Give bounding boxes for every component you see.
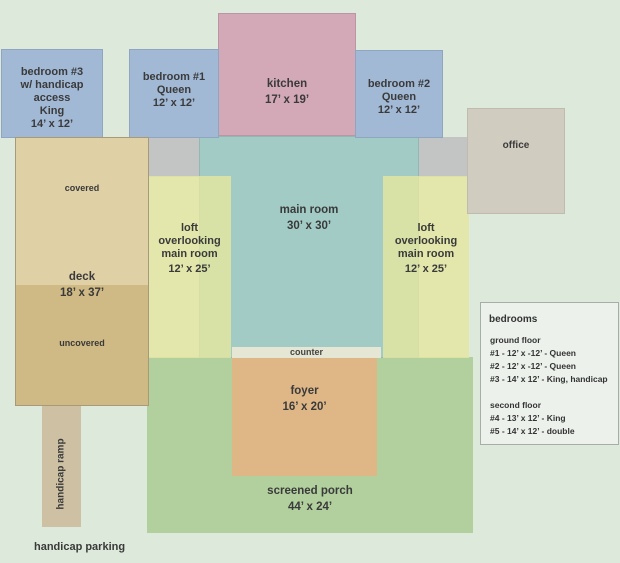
deck-name: deck xyxy=(68,271,96,283)
legend-second-heading: second floor xyxy=(490,400,542,410)
loft-right-line2: overlooking xyxy=(394,235,458,247)
legend-title: bedrooms xyxy=(489,314,538,325)
kitchen-dims: 17’ x 19’ xyxy=(264,94,310,106)
handicap-parking-label: handicap parking xyxy=(34,541,126,553)
deck-uncovered-label: uncovered xyxy=(59,338,105,348)
main-room: main room 30’ x 30’ xyxy=(199,136,419,358)
office: office xyxy=(467,108,565,214)
loft-right: loft overlooking main room 12’ x 25’ xyxy=(383,176,469,358)
bedroom-3: bedroom #3 w/ handicap access King 14’ x… xyxy=(1,49,103,138)
bedroom-2-line1: bedroom #2 xyxy=(367,78,431,90)
loft-left-line1: loft xyxy=(180,222,199,234)
deck-covered-area xyxy=(16,138,148,285)
bedroom-1-line2: Queen xyxy=(156,84,192,96)
bedroom-2-line2: Queen xyxy=(381,91,417,103)
bedroom-3-dims: 14’ x 12’ xyxy=(30,118,74,130)
deck-uncovered-area xyxy=(16,285,148,405)
kitchen: kitchen 17’ x 19’ xyxy=(218,13,356,136)
office-name: office xyxy=(502,140,530,151)
bedroom-1-line1: bedroom #1 xyxy=(142,71,206,83)
hall-right xyxy=(419,137,469,177)
legend-ground-heading: ground floor xyxy=(490,335,541,345)
foyer: foyer 16’ x 20’ xyxy=(232,357,377,476)
loft-left-dims: 12’ x 25’ xyxy=(168,263,211,275)
bedroom-3-line3: access xyxy=(33,92,71,104)
screened-porch-name: screened porch xyxy=(267,485,353,497)
bedroom-3-line4: King xyxy=(39,105,65,117)
handicap-ramp: handicap ramp xyxy=(42,406,81,527)
deck-dims: 18’ x 37’ xyxy=(59,287,105,299)
legend-second-item: #4 - 13’ x 12’ - King xyxy=(490,413,566,423)
bedroom-3-line2: w/ handicap xyxy=(20,79,84,91)
kitchen-name: kitchen xyxy=(266,78,308,90)
bedroom-2: bedroom #2 Queen 12’ x 12’ xyxy=(355,50,443,138)
loft-right-line1: loft xyxy=(417,222,435,234)
loft-left-line3: main room xyxy=(161,248,218,260)
deck-covered-label: covered xyxy=(64,183,100,193)
counter: counter xyxy=(232,347,381,358)
main-room-dims: 30’ x 30’ xyxy=(286,220,332,232)
bedroom-1-dims: 12’ x 12’ xyxy=(152,97,196,109)
loft-right-dims: 12’ x 25’ xyxy=(404,263,448,275)
legend-ground-item: #1 - 12’ x -12’ - Queen xyxy=(490,348,576,358)
bedroom-2-dims: 12’ x 12’ xyxy=(377,104,421,116)
loft-right-line3: main room xyxy=(397,248,455,260)
legend-ground-item: #2 - 12’ x -12’ - Queen xyxy=(490,361,576,371)
bedrooms-legend: bedrooms ground floor #1 - 12’ x -12’ - … xyxy=(480,302,619,445)
loft-left-line2: overlooking xyxy=(158,235,221,247)
main-room-name: main room xyxy=(279,204,339,216)
deck: covered deck 18’ x 37’ uncovered xyxy=(15,137,149,406)
screened-porch-dims: 44’ x 24’ xyxy=(287,501,333,513)
legend-second-item: #5 - 14’ x 12’ - double xyxy=(490,426,575,436)
handicap-ramp-label: handicap ramp xyxy=(55,438,67,510)
loft-left: loft overlooking main room 12’ x 25’ xyxy=(148,176,231,358)
bedroom-1: bedroom #1 Queen 12’ x 12’ xyxy=(129,49,219,138)
legend-ground-item: #3 - 14’ x 12’ - King, handicap xyxy=(490,374,608,384)
bedroom-3-line1: bedroom #3 xyxy=(20,66,84,78)
foyer-dims: 16’ x 20’ xyxy=(282,401,327,413)
foyer-name: foyer xyxy=(290,385,319,397)
counter-name: counter xyxy=(289,347,323,357)
hall-left xyxy=(148,137,200,177)
